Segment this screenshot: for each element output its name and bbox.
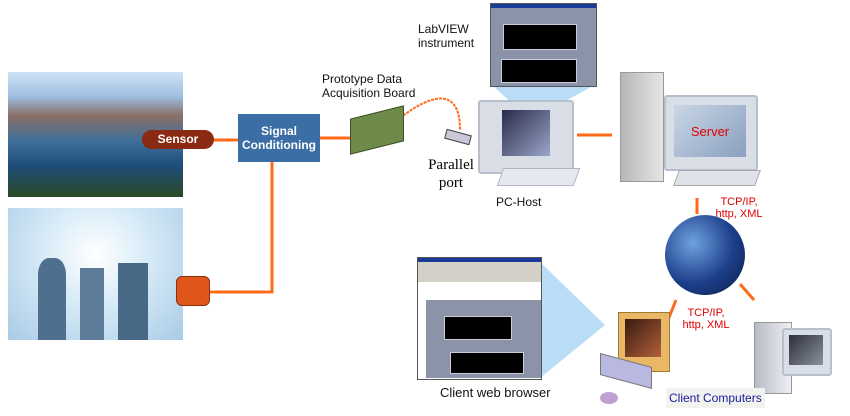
pc-host-keyboard [496,168,581,186]
client-computers-label: Client Computers [666,388,765,408]
cooling-tower-photo [8,208,183,340]
client-mouse-1 [600,392,618,404]
signal-conditioning-box: Signal Conditioning [238,114,320,162]
parallel-cable [399,97,461,131]
protocol-label-top: TCP/IP, http, XML [715,196,763,220]
client-computers-text: Client Computers [669,391,762,405]
daq-board-label: Prototype Data Acquisition Board [322,72,416,100]
signal-conditioning-label: Signal Conditioning [242,124,316,152]
sensor-label: Sensor [157,132,199,146]
browser-projection [540,262,605,378]
server-monitor: Server [664,95,758,171]
camera-sensor [176,276,210,306]
client-browser-window [417,257,542,380]
globe [665,215,745,295]
server-keyboard [673,170,761,186]
client-browser-label: Client web browser [440,385,551,400]
pc-host-label: PC-Host [496,195,542,209]
camera-to-conditioning-line [210,162,274,294]
parallel-port-label: Parallel port [428,157,474,191]
protocol-label-bottom: TCP/IP, http, XML [682,307,730,331]
globe-to-client2-line [738,283,756,301]
client-monitor-2 [782,328,832,376]
pc-host-monitor [478,100,574,174]
labview-window [490,3,597,87]
server-tower [620,72,664,182]
server-label: Server [690,123,730,139]
labview-label: LabVIEW instrument [418,22,475,50]
sensor-badge: Sensor [142,130,214,149]
